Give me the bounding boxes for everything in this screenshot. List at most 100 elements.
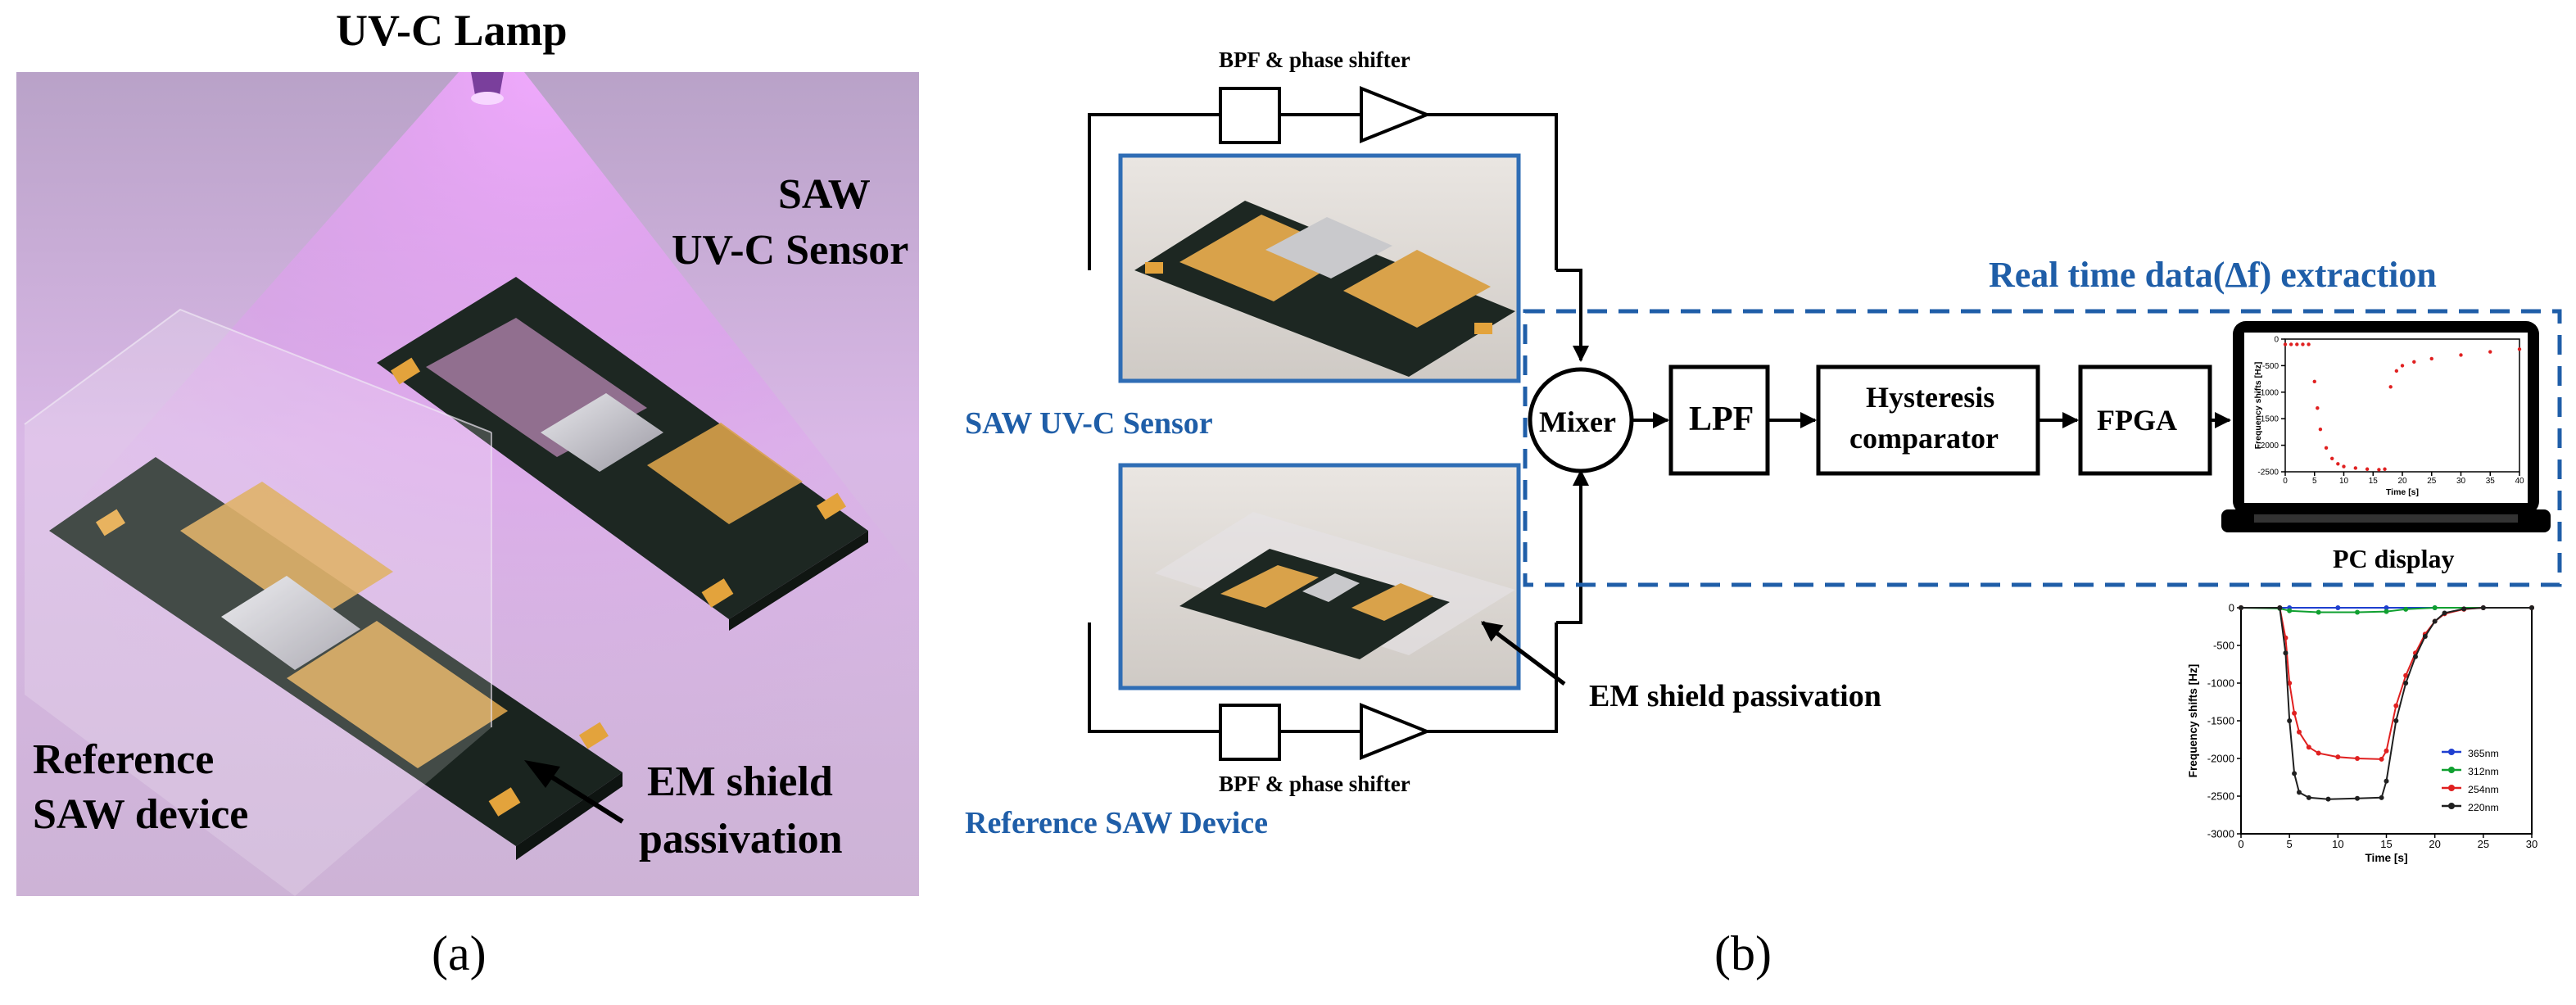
em-shield-label-line2: passivation [639,816,843,862]
sensor-caption: SAW UV-C Sensor [965,406,1213,441]
data-point [2384,778,2389,784]
y-tick-label: -1500 [2207,715,2234,727]
em-shield-arrow [539,767,624,824]
hysteresis-label-line2: comparator [1849,422,1999,455]
x-tick-label: 35 [2486,477,2496,486]
data-point [2295,342,2299,346]
y-tick-label: -500 [2213,640,2234,652]
saw-sensor-board [377,277,868,631]
y-tick-label: -2000 [2257,441,2279,450]
data-point [2355,609,2360,615]
saw-sensor-label-line1: SAW [778,171,871,218]
data-point [2283,342,2288,346]
panel-b-caption: (b) [1714,926,1772,980]
data-point [2529,605,2534,610]
bpf-label-top: BPF & phase shifter [1219,48,1410,72]
x-tick-label: 0 [2238,838,2243,850]
y-tick-label: 0 [2229,602,2234,614]
data-point [2403,672,2409,678]
legend-label: 254nm [2468,784,2499,795]
data-point [2307,342,2311,346]
data-point [2394,369,2399,373]
x-tick-label: 5 [2312,477,2317,486]
data-point [2292,771,2298,776]
x-tick-label: 25 [2427,477,2437,486]
data-point [2379,756,2384,762]
bpf-phase-shifter-bottom [1219,704,1281,761]
x-tick-label: 0 [2283,477,2288,486]
reference-caption: Reference SAW Device [965,806,1269,840]
data-point [2432,605,2438,610]
legend-marker [2448,767,2455,773]
data-point [2283,650,2289,656]
data-point [2324,446,2329,450]
data-point [2403,681,2409,686]
data-point [2488,350,2492,354]
plot-frame [2284,338,2520,473]
data-point [2287,681,2293,686]
data-point [2289,342,2293,346]
x-tick-label: 10 [2339,477,2349,486]
data-point [2342,464,2346,469]
x-tick-label: 15 [2380,838,2392,850]
y-tick-label: -3000 [2207,828,2234,840]
y-tick-label: -1000 [2257,388,2279,397]
x-tick-label: 20 [2397,477,2407,486]
data-point [2393,718,2399,723]
data-point [2388,385,2393,389]
legend-marker [2448,803,2455,809]
data-point [2336,462,2340,466]
hysteresis-label-line1: Hysteresis [1866,381,1995,414]
data-point [2379,794,2384,800]
data-point [2442,610,2447,616]
bpf-phase-shifter-top [1219,87,1281,144]
hysteresis-comparator-block [1816,364,2040,476]
data-point [2517,347,2522,351]
data-point [2325,796,2331,802]
extraction-title: Real time data(Δf) extraction [1989,255,2437,295]
x-tick-label: 15 [2369,477,2379,486]
legend-label: 312nm [2468,766,2499,777]
extraction-dashed-box [1523,309,2562,587]
data-point [2459,353,2463,357]
data-point [2480,605,2486,610]
data-point [2316,406,2320,410]
data-point [2384,748,2389,754]
data-point [2330,456,2334,460]
data-point [2461,606,2467,612]
x-tick-label: 40 [2515,477,2524,486]
data-point [2384,609,2389,614]
data-point [2355,756,2360,761]
data-point [2287,718,2293,723]
x-tick-label: 10 [2332,838,2343,850]
pc-display-label: PC display [2333,544,2455,573]
data-point [2412,360,2416,364]
data-point [2287,608,2293,613]
reference-label-line1: Reference [33,736,215,783]
amplifier-bottom [1360,703,1432,760]
data-point [2335,754,2341,760]
data-point [2312,379,2316,384]
data-point [2297,729,2302,735]
data-point [2429,356,2433,361]
x-axis-label: Time [s] [2365,852,2407,864]
data-point [2413,654,2418,659]
em-shield-label-line1: EM shield [647,758,833,805]
y-tick-label: -500 [2262,362,2279,371]
lpf-block [1668,364,1770,476]
data-point [2432,618,2438,624]
data-point [2277,605,2283,610]
data-point [2335,605,2341,610]
saw-sensor-photo [1118,153,1521,383]
data-point [2292,710,2298,716]
panel-a-illustration [16,72,919,896]
x-tick-label: 25 [2478,838,2489,850]
data-point [2400,364,2405,368]
legend-label: 365nm [2468,748,2499,759]
y-axis-label: Frequency shifts [Hz] [2253,362,2263,450]
em-shield-box [24,308,492,896]
